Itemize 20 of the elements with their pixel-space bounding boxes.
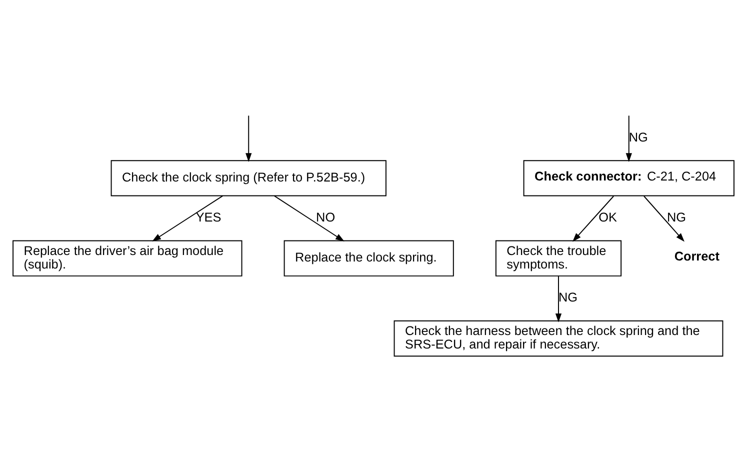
edge-label: YES — [196, 210, 222, 224]
arrow — [246, 114, 252, 162]
arrow — [626, 114, 632, 162]
node-box: Check the clock spring (Refer to P.52B-59.) — [110, 160, 386, 196]
edge-label: NO — [316, 210, 336, 224]
node-box: Replace the clock spring. — [284, 240, 454, 276]
node-box: Check connector: C-21, C-204 — [523, 160, 734, 196]
edge-label: OK — [598, 210, 617, 224]
arrow — [274, 194, 344, 241]
node-text: Correct — [674, 249, 720, 264]
edge-label: NG — [628, 130, 648, 144]
edge-label: NG — [667, 210, 686, 224]
edge-label: NG — [558, 290, 578, 304]
arrow — [572, 195, 614, 242]
node-box: Check the trouble symptoms. — [495, 240, 622, 276]
node-box: Replace the driver’s air bag module (squib). — [12, 240, 242, 276]
node-box: Check the harness between the clock spring and the SRS-ECU, and repair if necessary. — [394, 320, 724, 356]
arrow — [152, 194, 224, 241]
arrow — [643, 195, 684, 242]
arrow — [555, 275, 562, 322]
